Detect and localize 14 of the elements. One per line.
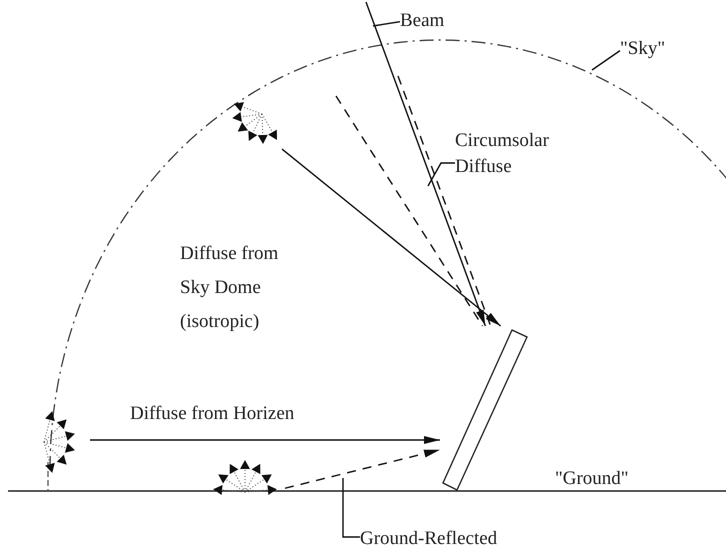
leader-line xyxy=(342,478,360,538)
callout-label: Ground-Reflected xyxy=(360,528,498,550)
annotation-label: Diffuse from Sky Dome (isotropic) xyxy=(180,242,280,334)
callout-label: "Sky" xyxy=(620,38,666,60)
dashed-arrow xyxy=(284,449,440,489)
annotation-label: "Ground" xyxy=(555,467,630,491)
callout-label: Beam xyxy=(400,10,444,32)
leader-line xyxy=(427,162,455,186)
leader-line xyxy=(372,20,400,27)
arrow xyxy=(365,2,486,326)
callout-label: Circumsolar Diffuse xyxy=(455,129,550,179)
arrow xyxy=(90,436,440,444)
arrow xyxy=(282,148,502,327)
leader-line xyxy=(592,50,620,71)
